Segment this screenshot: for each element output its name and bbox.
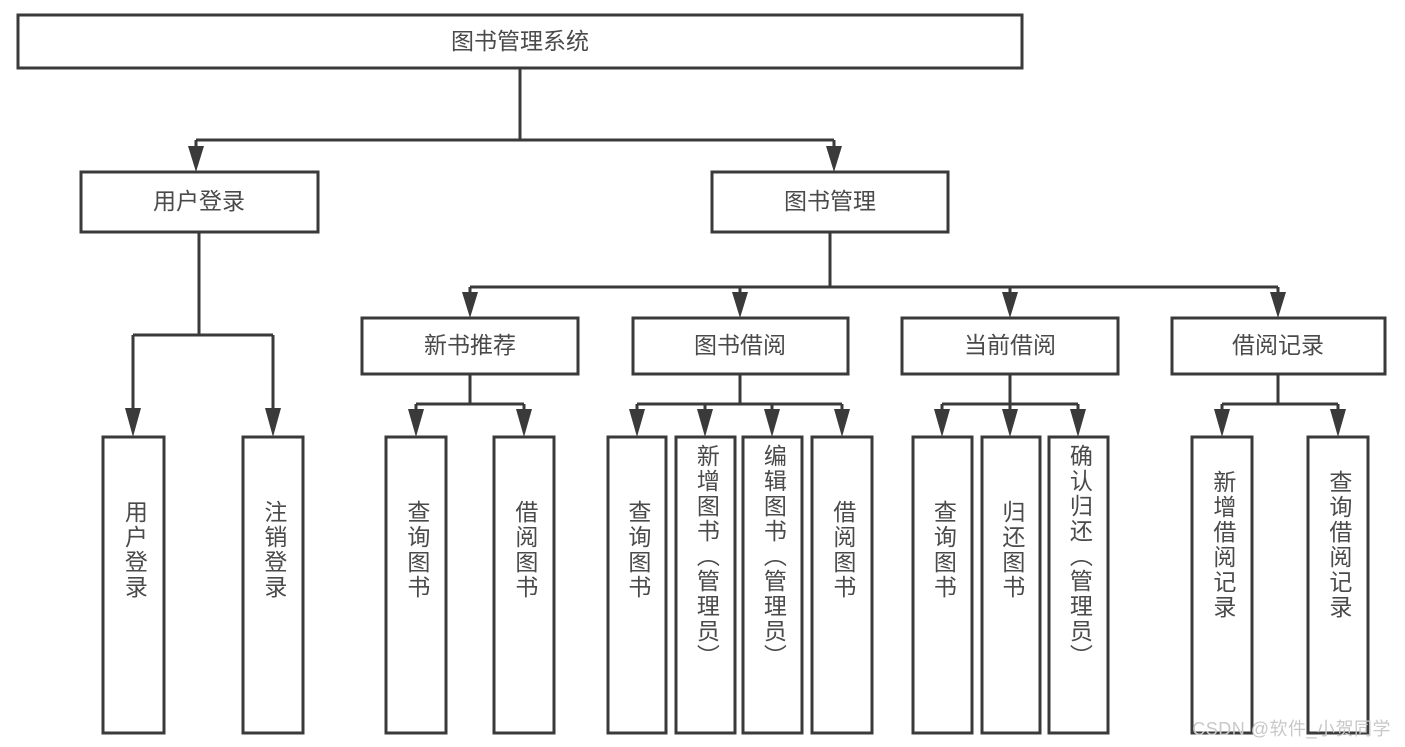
node-borrow-record[interactable] [1170, 316, 1387, 376]
leaf-return-book[interactable] [980, 435, 1042, 735]
node-new-book-recommend-label: 新书推荐 [424, 332, 516, 358]
node-user-login-label: 用户登录 [153, 188, 245, 214]
leaf-borrow-book-borrow[interactable] [810, 435, 874, 735]
node-book-management[interactable] [710, 170, 950, 234]
leaf-edit-book-admin[interactable] [741, 435, 804, 735]
csdn-watermark: CSDN @软件_小贺同学 [1192, 719, 1391, 739]
node-root-library-system[interactable] [16, 13, 1024, 70]
node-current-borrow[interactable] [900, 316, 1120, 376]
leaf-query-book-newbook[interactable] [384, 435, 448, 735]
node-current-borrow-label: 当前借阅 [964, 332, 1056, 358]
node-new-book-recommend[interactable] [360, 316, 580, 376]
leaf-add-book-admin[interactable] [674, 435, 737, 735]
leaf-query-book-borrow[interactable] [606, 435, 668, 735]
connector-root-to-level2 [188, 68, 842, 172]
node-book-borrow-label: 图书借阅 [694, 332, 786, 358]
connector-bookmgmt-to-level3 [462, 232, 1286, 318]
connector-bookborrow-to-leaves [629, 374, 850, 437]
node-user-login[interactable] [79, 170, 320, 234]
leaf-borrow-book-newbook[interactable] [492, 435, 556, 735]
node-root-label: 图书管理系统 [451, 28, 589, 54]
leaf-user-login[interactable] [101, 435, 166, 735]
leaf-confirm-return-admin[interactable] [1047, 435, 1110, 735]
node-book-borrow[interactable] [631, 316, 850, 376]
leaf-logout-login[interactable] [241, 435, 305, 735]
node-borrow-record-label: 借阅记录 [1232, 332, 1324, 358]
connector-borrowrecord-to-leaves [1214, 374, 1346, 437]
leaf-query-borrow-record[interactable] [1306, 435, 1370, 735]
connector-newbook-to-leaves [408, 374, 532, 437]
connector-currentborrow-to-leaves [934, 374, 1086, 437]
connector-userlogin-to-leaves [125, 232, 281, 437]
node-book-management-label: 图书管理 [784, 188, 876, 214]
leaf-add-borrow-record[interactable] [1190, 435, 1254, 735]
leaf-query-book-current[interactable] [911, 435, 974, 735]
